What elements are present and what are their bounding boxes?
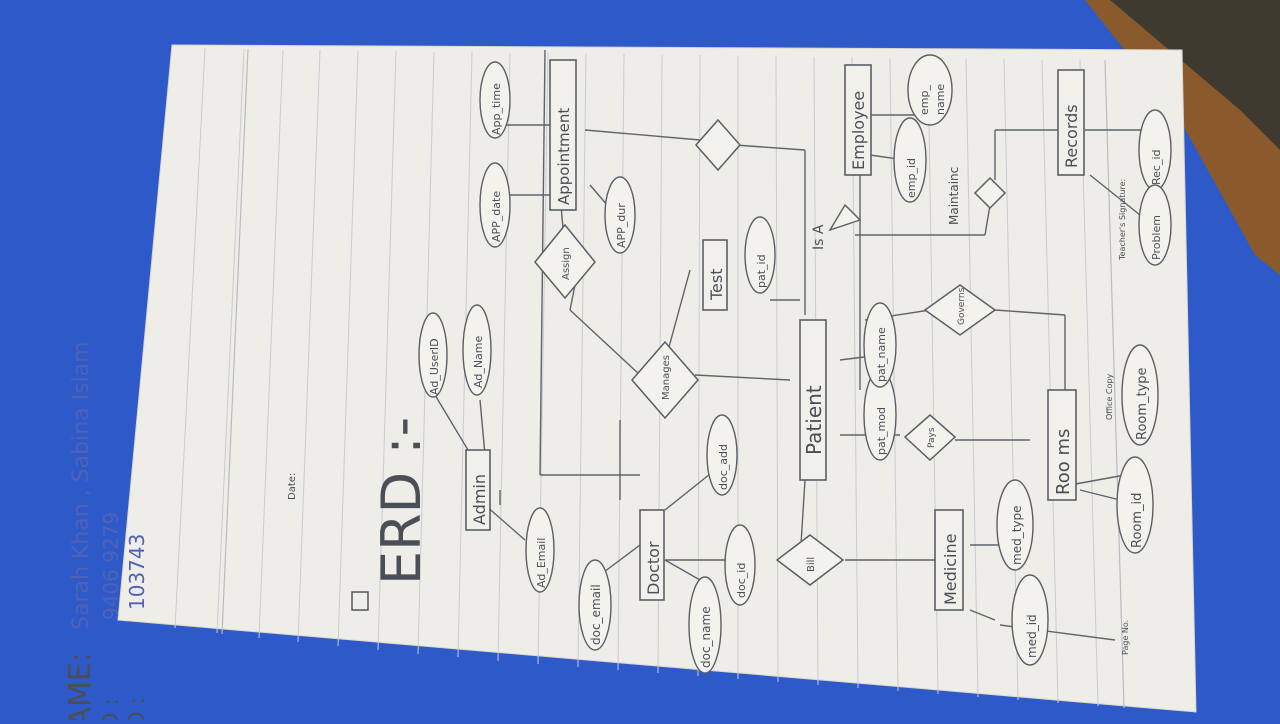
svg-text:Ad_Email: Ad_Email xyxy=(535,538,548,588)
attr-med-type: med_type xyxy=(996,479,1034,571)
dark-background-corner xyxy=(1110,0,1280,150)
svg-text:med_id: med_id xyxy=(1025,614,1039,658)
student-names: Sarah Khan , Sabina Islam xyxy=(69,341,94,630)
attr-app-date: APP_date xyxy=(479,162,511,248)
svg-text:pat_id: pat_id xyxy=(755,254,768,288)
svg-text:med_type: med_type xyxy=(1010,506,1024,566)
attr-doc-email: doc_email xyxy=(578,559,612,651)
svg-text:Pays: Pays xyxy=(927,427,937,448)
attr-ad-name: Ad_Name xyxy=(462,304,492,396)
svg-text:Room_type: Room_type xyxy=(1135,367,1150,440)
svg-text:Governs: Governs xyxy=(957,287,967,325)
svg-text:Appointment: Appointment xyxy=(555,108,573,205)
rel-assign: Assign xyxy=(534,223,596,300)
erd-title: ERD :- xyxy=(370,417,433,585)
name-label: NAME: xyxy=(63,652,98,720)
svg-text:doc_email: doc_email xyxy=(589,584,603,645)
svg-text:Roo ms: Roo ms xyxy=(1053,429,1074,495)
svg-text:Manages: Manages xyxy=(661,355,672,400)
attr-ad-email: Ad_Email xyxy=(525,507,555,593)
rel-top-unlabeled xyxy=(695,118,741,172)
entity-appointment: Appointment xyxy=(549,59,577,211)
svg-text:Rec_id: Rec_id xyxy=(1150,149,1163,185)
attr-pat-mod: pat_mod xyxy=(863,369,897,461)
svg-text:doc_id: doc_id xyxy=(735,563,748,598)
entity-admin: Admin xyxy=(465,449,491,531)
attr-emp-name: emp_ name xyxy=(907,54,953,126)
attr-doc-add: doc_add xyxy=(706,414,738,496)
svg-text:emp_id: emp_id xyxy=(905,158,918,198)
svg-text:APP_dur: APP_dur xyxy=(615,203,628,248)
svg-text:Doctor: Doctor xyxy=(644,541,663,595)
attr-room-id: Room_id xyxy=(1116,456,1154,554)
entity-rooms: Roo ms xyxy=(1047,389,1077,501)
svg-text:emp_: emp_ xyxy=(918,85,931,115)
student-cid: 103743 xyxy=(125,534,149,610)
svg-text:Medicine: Medicine xyxy=(941,534,960,605)
svg-text:APP_date: APP_date xyxy=(490,191,503,242)
svg-text:pat_name: pat_name xyxy=(875,327,888,382)
teacher-signature-label: Teacher's Signature: xyxy=(1118,179,1127,261)
svg-text:Assign: Assign xyxy=(561,247,572,280)
attr-app-dur: APP_dur xyxy=(604,176,636,254)
is-a-label: Is A xyxy=(811,224,827,250)
svg-text:doc_add: doc_add xyxy=(717,444,730,490)
student-sids: 9406 9279 xyxy=(99,512,123,620)
svg-text:App_time: App_time xyxy=(490,83,503,135)
is-a-triangle xyxy=(828,203,862,232)
attr-app-time: App_time xyxy=(479,61,511,139)
attr-room-type: Room_type xyxy=(1121,344,1159,446)
attr-problem: Problem xyxy=(1138,184,1172,266)
entity-patient: Patient xyxy=(799,319,827,481)
svg-text:pat_mod: pat_mod xyxy=(875,407,888,455)
sid-label: SID : xyxy=(99,698,124,720)
svg-text:doc_name: doc_name xyxy=(699,606,713,668)
attr-pat-id: pat_id xyxy=(744,216,776,294)
attr-emp-id: emp_id xyxy=(893,117,927,203)
date-label: Date: xyxy=(287,473,298,500)
paper-sheet: Date: NAME: SID : CID : Sarah Khan , Sab… xyxy=(63,44,1197,724)
page-no-label: Page No. xyxy=(1121,620,1130,655)
rel-governs: Governs xyxy=(923,284,997,336)
header-block: Date: NAME: SID : CID : Sarah Khan , Sab… xyxy=(63,341,298,724)
rel-maintains xyxy=(973,176,1007,210)
svg-text:Admin: Admin xyxy=(470,474,489,525)
rel-manages: Manages xyxy=(631,340,699,420)
attr-pat-name: pat_name xyxy=(863,302,897,388)
attr-doc-id: doc_id xyxy=(724,524,756,606)
svg-text:Room_id: Room_id xyxy=(1130,493,1145,548)
entity-employee: Employee xyxy=(844,64,872,176)
svg-text:Ad_UserID: Ad_UserID xyxy=(428,338,441,395)
svg-text:Test: Test xyxy=(707,268,726,301)
maintains-label: Maintainc xyxy=(947,167,961,225)
attr-doc-name: doc_name xyxy=(688,576,722,674)
attr-ad-userid: Ad_UserID xyxy=(418,312,448,398)
rel-pays: Pays xyxy=(903,414,957,462)
svg-text:Problem: Problem xyxy=(1150,215,1163,260)
entity-doctor: Doctor xyxy=(639,509,665,601)
svg-text:Patient: Patient xyxy=(802,385,826,455)
entity-records: Records xyxy=(1057,69,1085,176)
svg-text:Employee: Employee xyxy=(849,91,868,170)
rel-bill: Bill xyxy=(775,534,845,586)
cid-label: CID : xyxy=(125,697,150,720)
entity-test: Test xyxy=(702,239,728,311)
svg-text:Records: Records xyxy=(1062,104,1081,168)
svg-text:Bill: Bill xyxy=(806,557,817,572)
entity-medicine: Medicine xyxy=(934,509,964,611)
page-no-box xyxy=(351,591,369,611)
attr-rec-id: Rec_id xyxy=(1138,109,1172,191)
attr-med-id: med_id xyxy=(1011,574,1049,666)
svg-text:Ad_Name: Ad_Name xyxy=(472,336,485,388)
svg-text:name: name xyxy=(934,84,947,115)
office-copy-label: Office Copy xyxy=(1105,374,1114,420)
